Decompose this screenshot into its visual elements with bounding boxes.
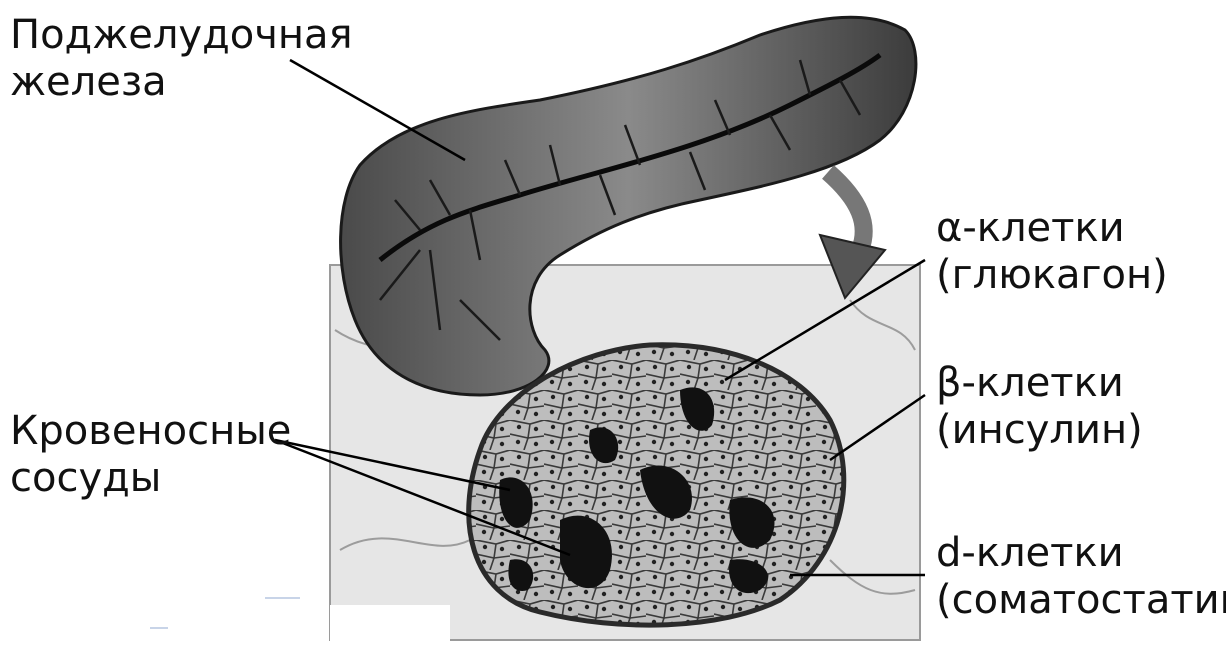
label-delta-line2: (соматостатин) [936, 577, 1226, 624]
label-delta-line1: d-клетки [936, 530, 1226, 577]
label-pancreas-line1: Поджелудочная [10, 12, 353, 59]
label-vessels-line1: Кровеносные [10, 408, 291, 455]
label-alpha-line2: (глюкагон) [936, 252, 1168, 299]
label-beta-line2: (инсулин) [936, 407, 1143, 454]
label-blood-vessels: Кровеносные сосуды [10, 408, 291, 502]
label-pancreas: Поджелудочная железа [10, 12, 353, 106]
label-beta-line1: β-клетки [936, 360, 1143, 407]
label-pancreas-line2: железа [10, 59, 353, 106]
label-vessels-line2: сосуды [10, 455, 291, 502]
label-alpha-cells: α-клетки (глюкагон) [936, 205, 1168, 299]
label-delta-cells: d-клетки (соматостатин) [936, 530, 1226, 624]
label-alpha-line1: α-клетки [936, 205, 1168, 252]
label-beta-cells: β-клетки (инсулин) [936, 360, 1143, 454]
